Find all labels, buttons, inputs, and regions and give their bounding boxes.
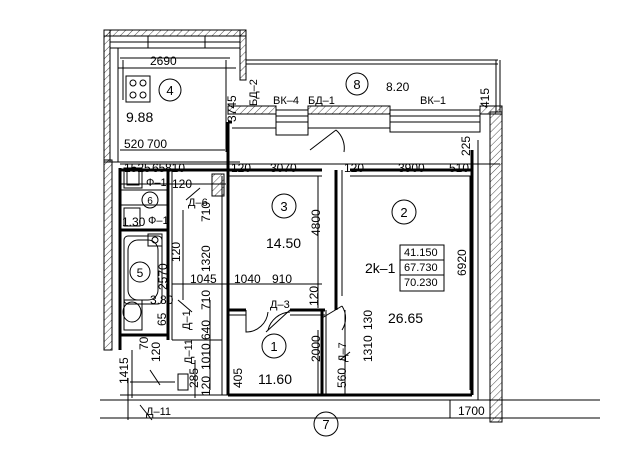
room-7-circle — [313, 411, 339, 437]
dim-910: 910 — [272, 272, 292, 286]
dim-2000: 2000 — [309, 335, 323, 362]
label-d7: Д–7 — [337, 342, 349, 362]
dim-3-80: 3.80 — [150, 293, 174, 307]
room-3-circle — [271, 193, 297, 219]
dim-520: 520 — [124, 137, 144, 151]
dim-225: 225 — [459, 136, 473, 156]
dim-65: 65 — [152, 161, 166, 175]
room-6-circle — [141, 191, 159, 209]
dim-1310: 1310 — [361, 335, 375, 362]
dimension-lines — [118, 64, 500, 398]
dim-1700: 1700 — [458, 404, 485, 418]
dim-510: 510 — [449, 161, 469, 175]
label-d11-a: Д–11 — [183, 339, 195, 364]
balcony-room-8 — [246, 59, 501, 136]
label-vk1: ВК–1 — [420, 95, 446, 107]
label-bd1: БД–1 — [308, 95, 335, 107]
walls — [100, 105, 600, 423]
room-markers — [129, 72, 417, 437]
apartment-area-living: 41.150 — [404, 247, 438, 259]
dim-640: 640 — [199, 320, 213, 340]
dim-1320: 1320 — [199, 245, 213, 272]
dim-3900: 3900 — [398, 161, 425, 175]
label-d11-b: Д–11 — [146, 406, 171, 418]
dim-415: 415 — [478, 88, 492, 108]
room-2-circle — [391, 199, 417, 225]
dim-710: 710 — [199, 202, 213, 222]
label-vk4: ВК–4 — [273, 95, 299, 107]
dim-285: 285 — [187, 368, 201, 388]
fixtures — [122, 75, 189, 391]
dim-1045: 1045 — [190, 272, 217, 286]
dim-120-c: 120 — [172, 177, 192, 191]
label-f1-b: Ф–1 — [148, 215, 169, 227]
dim-810: 810 — [165, 161, 185, 175]
dim-560: 560 — [335, 368, 349, 388]
dimension-texts: 2690 3745 520 700 415 225 1525 65 810 12… — [117, 54, 492, 418]
dim-2690: 2690 — [150, 54, 177, 68]
room-8-number: 8 — [353, 77, 360, 92]
room-4-number: 4 — [166, 83, 173, 98]
dim-1525: 1525 — [124, 161, 151, 175]
dim-4800: 4800 — [309, 209, 323, 236]
dim-3745: 3745 — [225, 95, 239, 122]
room-5-number: 5 — [137, 266, 144, 280]
dim-2570: 2570 — [156, 263, 170, 290]
dim-405: 405 — [231, 368, 245, 388]
label-bd2: БД–2 — [248, 79, 260, 106]
dim-710-b: 710 — [199, 290, 213, 310]
apartment-area-full: 70.230 — [404, 277, 438, 289]
dim-6920: 6920 — [455, 249, 469, 276]
label-d1: Д–1 — [181, 310, 193, 330]
room-8-circle — [345, 72, 369, 96]
dim-120-f: 120 — [149, 342, 163, 362]
element-labels: БД–2 ВК–4 БД–1 ВК–1 Д–3 Д–7 Д–11 Д–11 Ф–… — [146, 79, 446, 418]
dim-65-b: 65 — [155, 312, 169, 326]
label-f1-a: Ф–1 — [146, 177, 167, 189]
dim-1040: 1040 — [234, 272, 261, 286]
dim-120-d: 120 — [169, 242, 183, 262]
dim-1010: 1010 — [199, 343, 213, 370]
room-8-area: 8.20 — [386, 80, 410, 94]
room-3-area: 14.50 — [266, 235, 301, 251]
dim-120-e: 120 — [307, 286, 321, 306]
apartment-type: 2k–1 — [365, 260, 396, 276]
room-4-circle — [158, 78, 182, 102]
room-1-circle — [261, 333, 287, 359]
room-3-number: 3 — [280, 199, 287, 214]
label-d3: Д–3 — [270, 299, 290, 311]
dim-120-b: 120 — [344, 161, 364, 175]
room-4-area: 9.88 — [126, 109, 153, 125]
doors — [139, 129, 351, 421]
dim-130: 130 — [361, 310, 375, 330]
label-d6: Д–6 — [188, 197, 208, 209]
apartment-area-total: 67.730 — [404, 262, 438, 274]
apartment-tag: 2k–1 41.150 67.730 70.230 — [365, 244, 445, 292]
dim-1-30: 1.30 — [122, 215, 146, 229]
room-2-number: 2 — [400, 205, 407, 220]
dim-1415: 1415 — [117, 357, 131, 384]
room-5-circle — [129, 261, 151, 283]
room-1-number: 1 — [270, 339, 277, 354]
room-1-area: 11.60 — [258, 371, 292, 387]
dim-3070: 3070 — [270, 161, 297, 175]
dim-120-g: 120 — [199, 376, 213, 396]
room-7-number: 7 — [322, 417, 329, 432]
dim-700: 700 — [147, 137, 167, 151]
room-2-area: 26.65 — [388, 310, 423, 326]
partitions — [120, 122, 472, 395]
room-6-number: 6 — [147, 196, 153, 207]
dim-70: 70 — [137, 336, 151, 350]
dim-120-a: 120 — [231, 161, 251, 175]
